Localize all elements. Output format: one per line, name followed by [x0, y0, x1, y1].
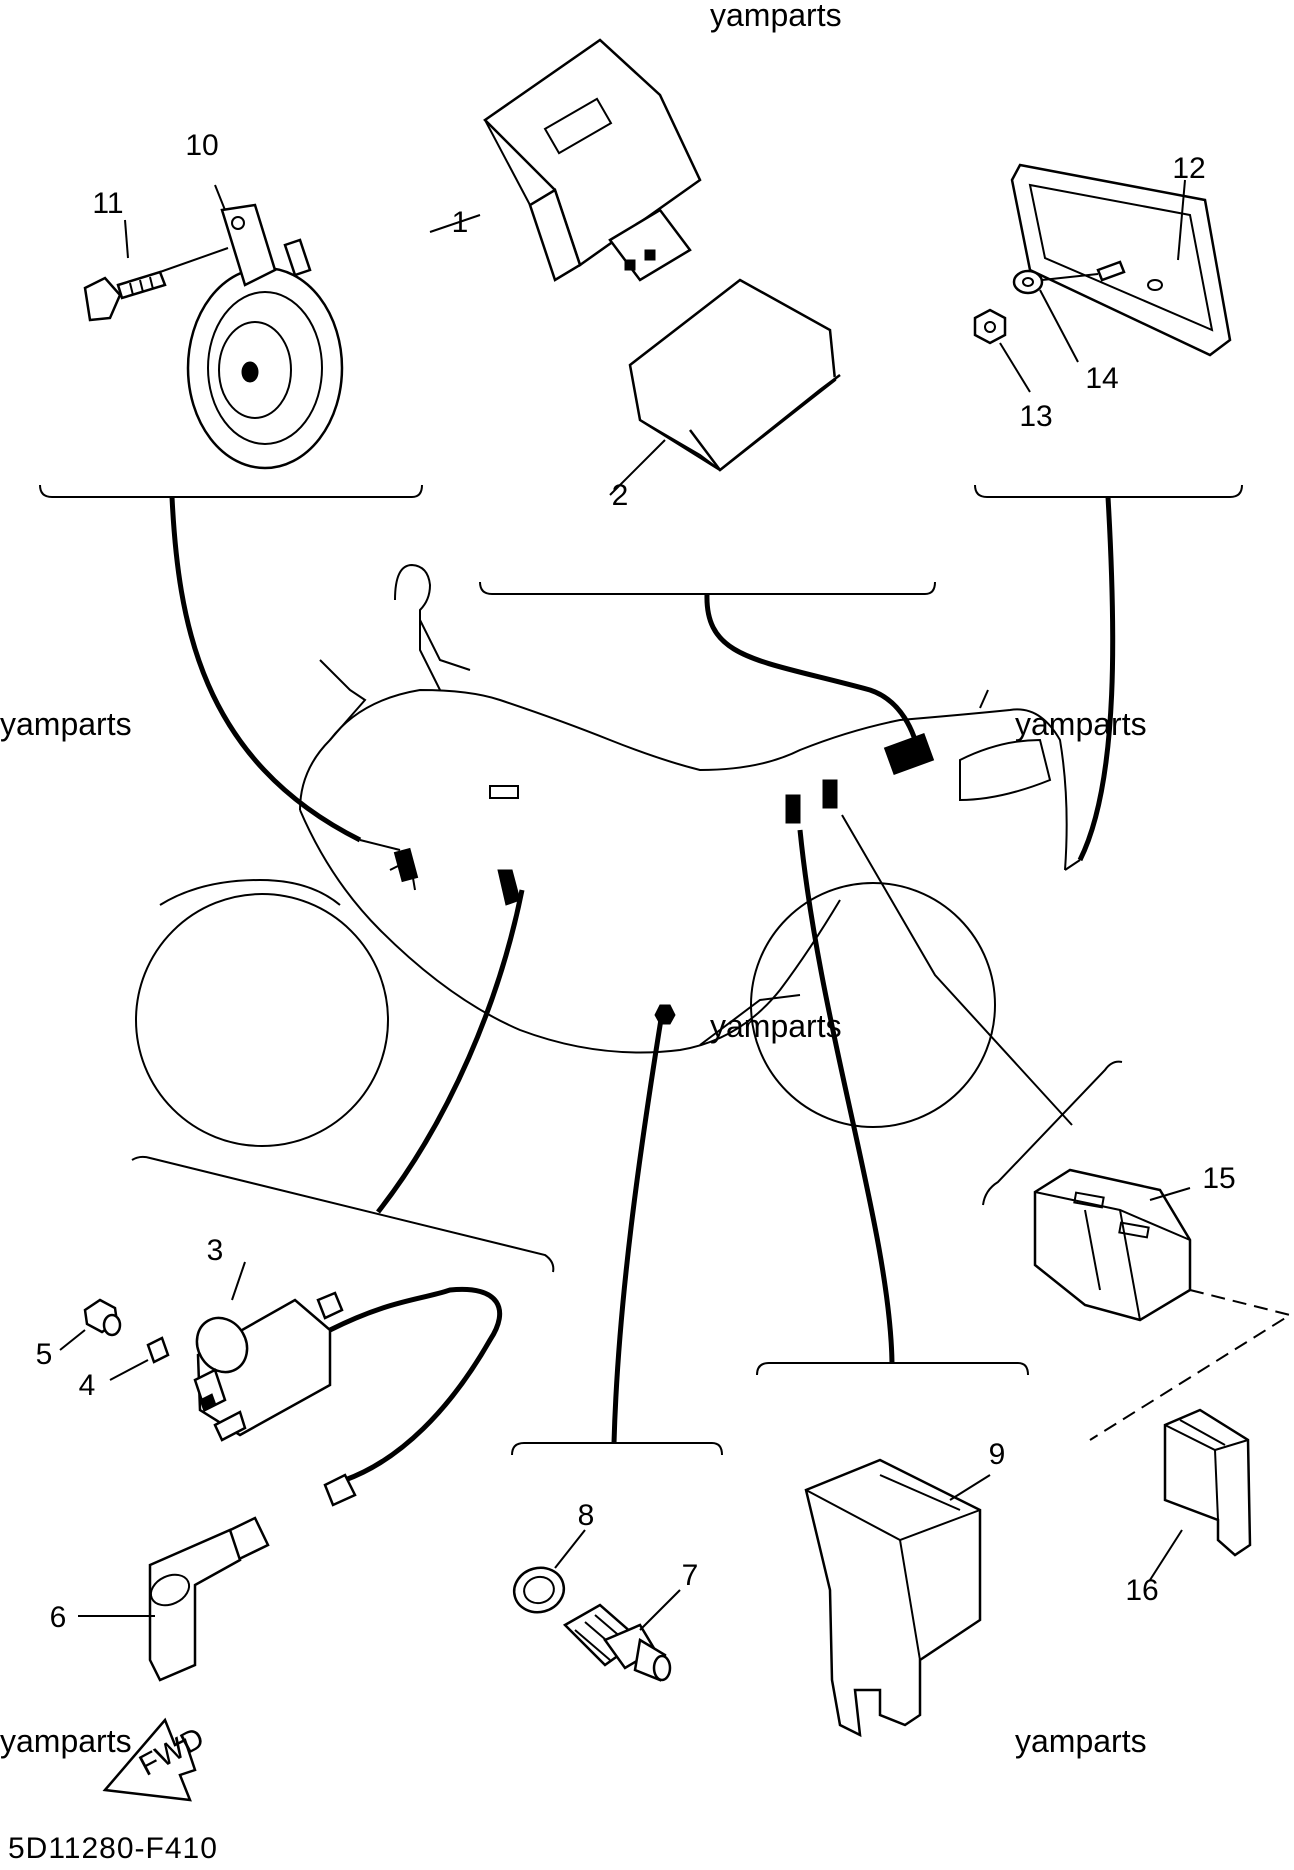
callout-8: 8 — [578, 1499, 595, 1532]
coil-location-marker — [489, 785, 519, 799]
part-15-relay-unit — [1033, 1168, 1293, 1441]
callout-7: 7 — [682, 1559, 699, 1592]
callout-16: 16 — [1125, 1574, 1158, 1607]
rear-wheel — [750, 882, 996, 1128]
part-9-relay — [804, 1458, 991, 1738]
watermark-top: yamparts — [710, 0, 842, 33]
part-4-collar — [109, 1336, 170, 1381]
callout-labels: 1 2 3 4 5 6 7 8 9 10 11 12 13 14 15 16 — [36, 129, 1236, 1634]
watermark-left: yamparts — [0, 706, 132, 742]
part-16-holder — [1149, 1408, 1252, 1581]
callout-2: 2 — [612, 479, 629, 512]
part-8-gasket — [512, 1529, 586, 1614]
part-6-plug-cap — [78, 1286, 502, 1682]
callout-13: 13 — [1019, 400, 1052, 433]
callout-11: 11 — [92, 187, 123, 220]
watermarks: yamparts yamparts yamparts yamparts yamp… — [0, 0, 1147, 1759]
part-7-neutral-switch — [562, 1589, 681, 1682]
motorcycle-outline — [135, 563, 1068, 1147]
part-11-bolt — [83, 219, 229, 322]
callout-12: 12 — [1172, 152, 1205, 185]
part-1-ecu-unit — [429, 38, 702, 282]
callout-14: 14 — [1085, 362, 1118, 395]
watermark-center: yamparts — [710, 1008, 842, 1044]
fwd-arrow-icon — [102, 1717, 197, 1802]
horn-location-marker — [393, 847, 419, 883]
part-12-reflector — [1010, 163, 1232, 357]
callout-10: 10 — [185, 129, 218, 162]
group-brackets — [39, 484, 1243, 1456]
callout-15: 15 — [1202, 1162, 1235, 1195]
part-3-ignition-coil — [193, 1261, 344, 1442]
diagram-code: 5D11280-F410 — [8, 1832, 218, 1865]
coil-bracket-marker — [497, 869, 521, 906]
front-wheel — [135, 893, 389, 1147]
leader-wires — [169, 496, 1116, 1444]
watermark-bottom-left: yamparts — [0, 1723, 132, 1759]
part-2-cover — [609, 278, 841, 496]
relay-location-marker-b — [822, 779, 838, 809]
callout-9: 9 — [989, 1438, 1006, 1471]
callout-4: 4 — [79, 1369, 96, 1402]
callout-6: 6 — [50, 1601, 67, 1634]
callout-3: 3 — [207, 1234, 224, 1267]
watermark-right: yamparts — [1015, 706, 1147, 742]
relay-location-marker-a — [785, 794, 801, 824]
callout-5: 5 — [36, 1338, 53, 1371]
ecu-location-marker — [883, 733, 935, 775]
part-14-washer — [1012, 269, 1099, 363]
part-5-nut — [59, 1298, 122, 1351]
part-10-horn — [186, 184, 344, 470]
watermark-bottom-right: yamparts — [1015, 1723, 1147, 1759]
part-13-nut — [973, 308, 1031, 393]
callout-1: 1 — [452, 206, 469, 239]
switch-location-marker — [654, 1004, 676, 1025]
